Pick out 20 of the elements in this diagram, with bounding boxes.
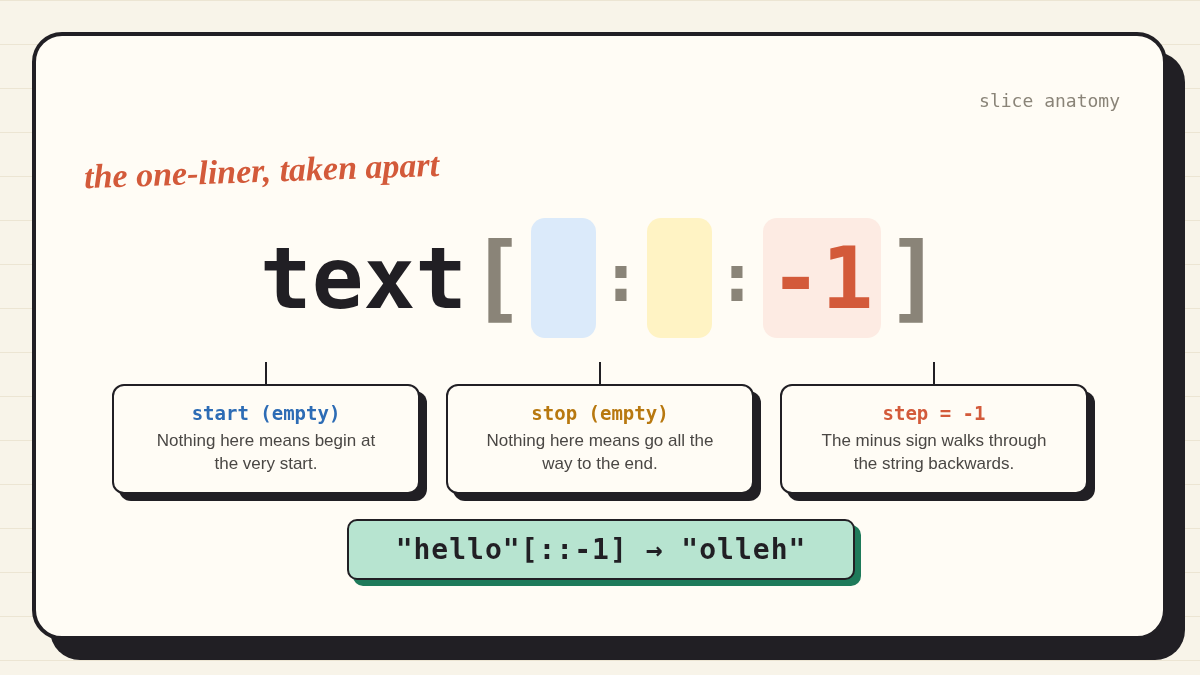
callout-description: The minus sign walks through the string backwards. [820, 430, 1048, 475]
code-colon: : [600, 244, 642, 312]
callout-heading: start (empty) [191, 402, 341, 425]
callout-heading: stop (empty) [531, 402, 669, 425]
callout-description: Nothing here means begin at the very start. [155, 430, 377, 475]
code-value: -1 [769, 235, 874, 321]
leader-line [933, 361, 935, 385]
code-bracket: [ [469, 231, 526, 325]
leader-line [265, 361, 267, 385]
code-identifier: text [259, 235, 467, 321]
handwritten-title: the one-liner, taken apart [83, 145, 440, 197]
empty-slot [530, 218, 596, 338]
code-bracket: ] [885, 231, 943, 325]
callout-description: Nothing here means go all the way to the end. [485, 430, 715, 475]
callout-heading: step = -1 [882, 402, 986, 425]
code-colon: : [716, 244, 758, 312]
empty-slot [646, 218, 712, 338]
topic-tag: slice anatomy [979, 90, 1120, 111]
leader-line [599, 361, 601, 385]
code-example: "hello"[::-1] → "olleh" [395, 533, 807, 566]
